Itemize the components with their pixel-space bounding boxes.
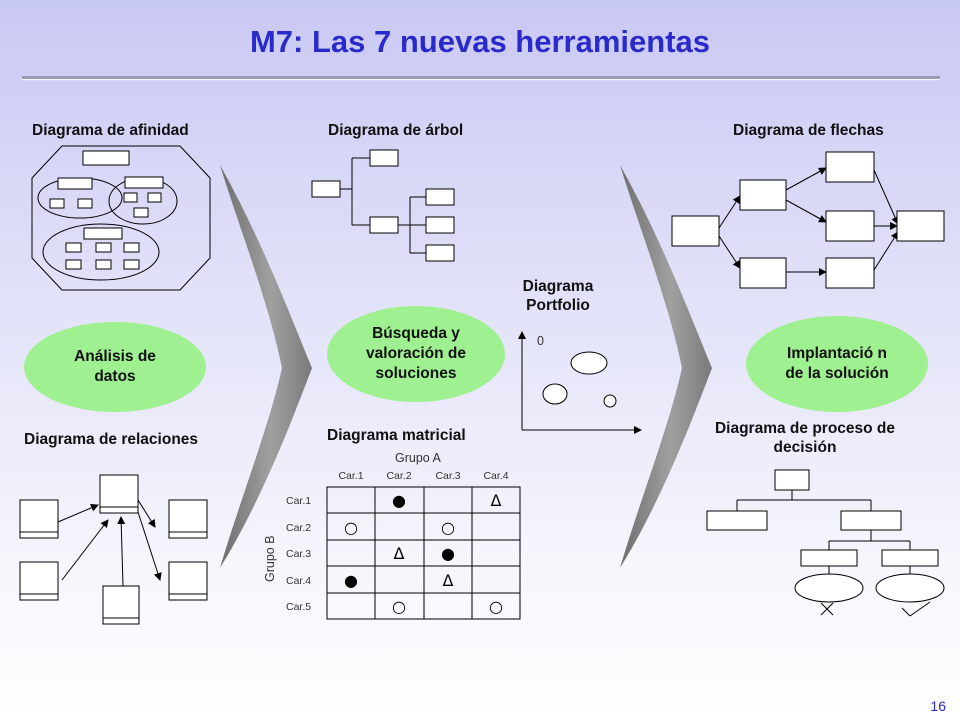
phase-oval-implantacion: Implantació n de la solución: [746, 316, 928, 412]
phase-oval-busqueda: Búsqueda y valoración de soluciones: [327, 306, 505, 402]
matrix-cell-symbol: Δ: [394, 544, 405, 563]
matrix-cell-symbol: ●: [392, 491, 406, 510]
matrix-group-a: Grupo A: [395, 451, 442, 465]
matrix-cell-symbol: Δ: [443, 571, 454, 590]
phase-label-busqueda: Búsqueda y valoración de soluciones: [366, 325, 466, 382]
label-diagrama-afinidad: Diagrama de afinidad: [32, 122, 189, 139]
matrix-cell-symbol: ○: [489, 597, 503, 616]
phase-chevron-1: [220, 165, 312, 568]
matrix-col-label: Car.3: [435, 470, 460, 482]
diagram-flechas: [671, 151, 945, 289]
matrix-col-label: Car.4: [483, 470, 508, 482]
diagram-proceso-decision: [706, 469, 945, 617]
page-number: 16: [930, 698, 946, 714]
diagram-relaciones: [19, 474, 208, 625]
matrix-cell-symbol: ○: [344, 518, 358, 537]
phase-label-analisis: Análisis de datos: [74, 348, 156, 385]
slide-title: M7: Las 7 nuevas herramientas: [249, 24, 711, 59]
matrix-cell-symbol: ●: [344, 571, 358, 590]
matrix-row-label: Car.3: [286, 548, 311, 560]
label-diagrama-proceso: Diagrama de proceso de decisión: [714, 420, 896, 456]
label-diagrama-flechas: Diagrama de flechas: [733, 122, 884, 139]
matrix-grid: [326, 486, 521, 620]
matrix-row-label: Car.5: [286, 601, 311, 613]
phase-chevron-2: [620, 165, 712, 568]
title-divider: [22, 76, 940, 79]
matrix-cell-symbol: ○: [392, 597, 406, 616]
diagram-afinidad: [31, 145, 211, 291]
phase-label-implantacion: Implantació n de la solución: [785, 345, 889, 382]
matrix-column-labels: Car.1 Car.2 Car.3 Car.4: [338, 470, 508, 482]
label-diagrama-arbol: Diagrama de árbol: [328, 122, 464, 139]
label-diagrama-relaciones: Diagrama de relaciones: [24, 431, 199, 448]
matrix-cells: ● Δ ○ ○ Δ ● ● Δ ○ ○: [344, 491, 503, 616]
label-diagrama-matricial: Diagrama matricial: [327, 427, 466, 444]
matrix-cell-symbol: Δ: [491, 491, 502, 510]
matrix-col-label: Car.2: [386, 470, 411, 482]
diagram-arbol: [311, 149, 455, 262]
matrix-row-label: Car.4: [286, 575, 311, 587]
matrix-group-b: Grupo B: [263, 535, 277, 582]
matrix-row-label: Car.1: [286, 495, 311, 507]
diagram-portfolio: [518, 331, 642, 434]
matrix-col-label: Car.1: [338, 470, 363, 482]
matrix-cell-symbol: ○: [441, 518, 455, 537]
matrix-cell-symbol: ●: [441, 544, 455, 563]
phase-oval-analisis: Análisis de datos: [24, 322, 206, 412]
portfolio-marker: 0: [537, 334, 544, 348]
matrix-row-label: Car.2: [286, 522, 311, 534]
label-diagrama-portfolio: Diagrama Portfolio: [522, 278, 594, 314]
